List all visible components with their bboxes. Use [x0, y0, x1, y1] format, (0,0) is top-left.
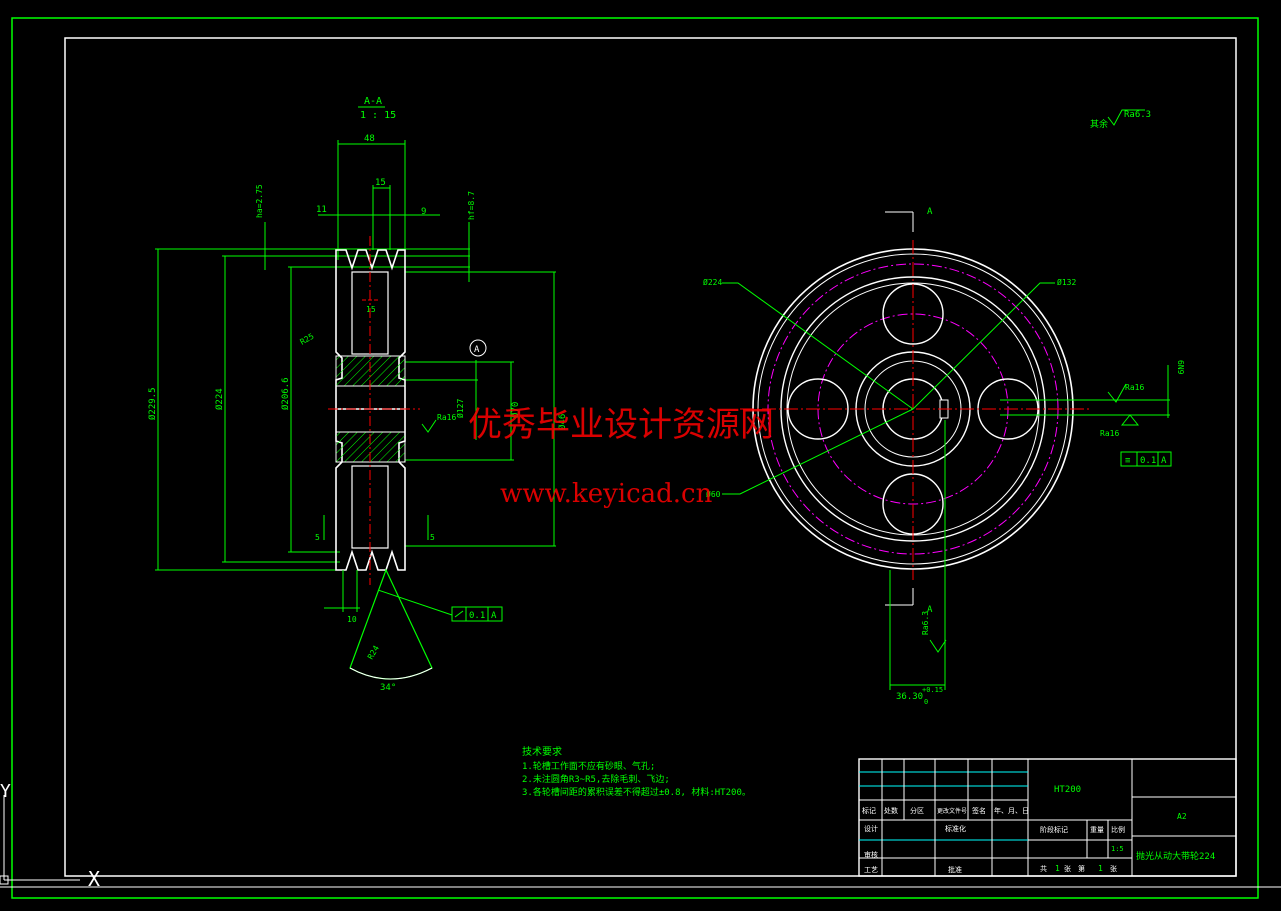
tb-frame: [858, 758, 1237, 877]
arrow-bottom-label: A: [927, 605, 933, 615]
groove-detail: [349, 568, 433, 680]
inner-frame: [64, 37, 1237, 877]
tb-pizhun: 批准: [948, 865, 962, 874]
dim-front-224: Ø224: [703, 277, 722, 287]
dim-15: 15: [375, 178, 386, 188]
sym-tol-value: 0.1: [1140, 456, 1156, 466]
tb-shenhe: 审核: [864, 850, 878, 859]
dim-r24: R24: [366, 644, 381, 661]
surface-ra-symbol: [1107, 109, 1145, 126]
flat-tol-datum: A: [491, 611, 497, 621]
tb-bili: 比例: [1111, 825, 1125, 834]
ra-front: Ra16: [1125, 383, 1144, 392]
tb-biaozhunhua: 标准化: [945, 824, 966, 833]
tb-sheji: 设计: [864, 824, 878, 833]
tb-gong: 共: [1040, 864, 1047, 873]
leader-224: [722, 282, 914, 410]
tech-line-3: 3.各轮槽间距的累积误差不得超过±0.8, 材料:HT200。: [522, 786, 751, 798]
flat-tol-frame: [451, 606, 503, 622]
sym-tol-frame: [1120, 451, 1172, 467]
dim-hf: hf=8.7: [467, 191, 476, 220]
dim-r25: R25: [299, 332, 316, 347]
ra-section: Ra16: [437, 413, 456, 422]
groove-arc: [349, 667, 433, 680]
datum-label: A: [474, 345, 480, 355]
tb-zhang: 张: [1064, 864, 1071, 873]
sym-tol-datum: A: [1161, 456, 1167, 466]
surface-mark: Ra6.3: [1124, 110, 1151, 120]
dim-10: 10: [347, 615, 357, 624]
dim-224: Ø224: [214, 388, 225, 410]
arrow-top-label: A: [927, 207, 933, 217]
datum-triangle: [1120, 414, 1140, 426]
dim-9: 9: [421, 207, 426, 217]
keyway-tol: +0.15: [922, 686, 943, 694]
ra-key: Ra6.3: [921, 611, 930, 635]
flat-tol-value: 0.1: [469, 611, 485, 621]
dim-angle: 34°: [380, 683, 396, 693]
tb-total: 1: [1055, 864, 1060, 873]
leader-132: [912, 282, 1055, 410]
tb-drawing-name: 抛光从动大带轮224: [1136, 850, 1215, 862]
dim-206: Ø206.6: [280, 377, 291, 410]
tb-fenqu: 分区: [910, 806, 924, 815]
sym-tol-icon: ≡: [1125, 456, 1131, 466]
ucs-x-label: X: [88, 867, 100, 891]
tb-di: 第: [1078, 864, 1085, 873]
datum-circle: [469, 339, 487, 357]
ra-front-2: Ra16: [1100, 429, 1119, 438]
tb-chushu: 处数: [884, 806, 898, 815]
ra-symbol-section: [421, 419, 437, 433]
dim-front-60: Ø60: [706, 489, 721, 499]
tb-jieduan: 阶段标记: [1040, 825, 1068, 834]
dim-bore: Ø127: [455, 399, 465, 418]
dim-vert: 6N9: [1176, 360, 1185, 375]
tb-gengai: 更改文件号: [937, 807, 967, 815]
dim-46: Ø46: [557, 414, 568, 430]
section-scale: 1 : 15: [360, 110, 396, 121]
surface-prefix: 其余: [1090, 118, 1108, 130]
watermark-line-1: 优秀毕业设计资源网: [468, 405, 774, 445]
dim-ha: ha=2.75: [255, 184, 264, 218]
tb-material: HT200: [1054, 785, 1081, 795]
tb-zhang2: 张: [1110, 864, 1117, 873]
dim-front-132: Ø132: [1057, 277, 1076, 287]
tech-line-1: 1.轮槽工作面不应有砂眼、气孔;: [522, 760, 655, 772]
dim-48: 48: [364, 134, 375, 144]
flat-leader: [377, 589, 453, 616]
watermark-line-2: www.keyicad.cn: [500, 479, 713, 509]
tb-biaoji: 标记: [862, 806, 876, 815]
dim-70: Ø70: [510, 402, 521, 418]
ra-symbol-front: [1107, 383, 1127, 403]
tb-sheet: A2: [1177, 812, 1187, 821]
title-block: 标记 处数 分区 更改文件号 签名 年、月、日 设计 标准化 阶段标记 重量 比…: [858, 758, 1237, 877]
tb-zhongliang: 重量: [1090, 826, 1104, 834]
tb-qianming: 签名: [972, 806, 986, 815]
ucs-y-label: Y: [0, 781, 11, 802]
dim-11: 11: [316, 205, 327, 215]
leader-60: [722, 408, 914, 495]
tech-title: 技术要求: [522, 745, 562, 758]
tb-current: 1: [1098, 864, 1103, 873]
tb-nianyueri: 年、月、日: [994, 806, 1029, 815]
dim-15b: 15: [366, 305, 376, 314]
front-view: A A Ø224 Ø132 Ø60 6N9 Ra16 Ra16 ≡ 0.1 A …: [703, 207, 1185, 706]
ra-key-symbol: [929, 639, 947, 653]
tb-scale: 1:5: [1111, 845, 1124, 853]
dim-5b: 5: [430, 533, 435, 542]
keyway-tol-2: 0: [924, 698, 928, 706]
flat-tol-symbol: [454, 610, 464, 618]
tb-gongyi: 工艺: [864, 866, 878, 874]
section-view: A-A 1 : 15 48 15 11 9 ha=2.75 hf=8.7 Ø22…: [147, 96, 568, 693]
ucs-icon: Y X: [0, 781, 100, 891]
dim-od: Ø229.5: [147, 387, 158, 420]
ucs-origin: [0, 875, 9, 885]
tech-line-2: 2.未注圆角R3~R5,去除毛刺、飞边;: [522, 773, 670, 785]
section-label: A-A: [364, 96, 382, 107]
dim-5a: 5: [315, 533, 320, 542]
outer-frame: [11, 17, 1259, 899]
keyway-dim: 36.30: [896, 692, 923, 702]
